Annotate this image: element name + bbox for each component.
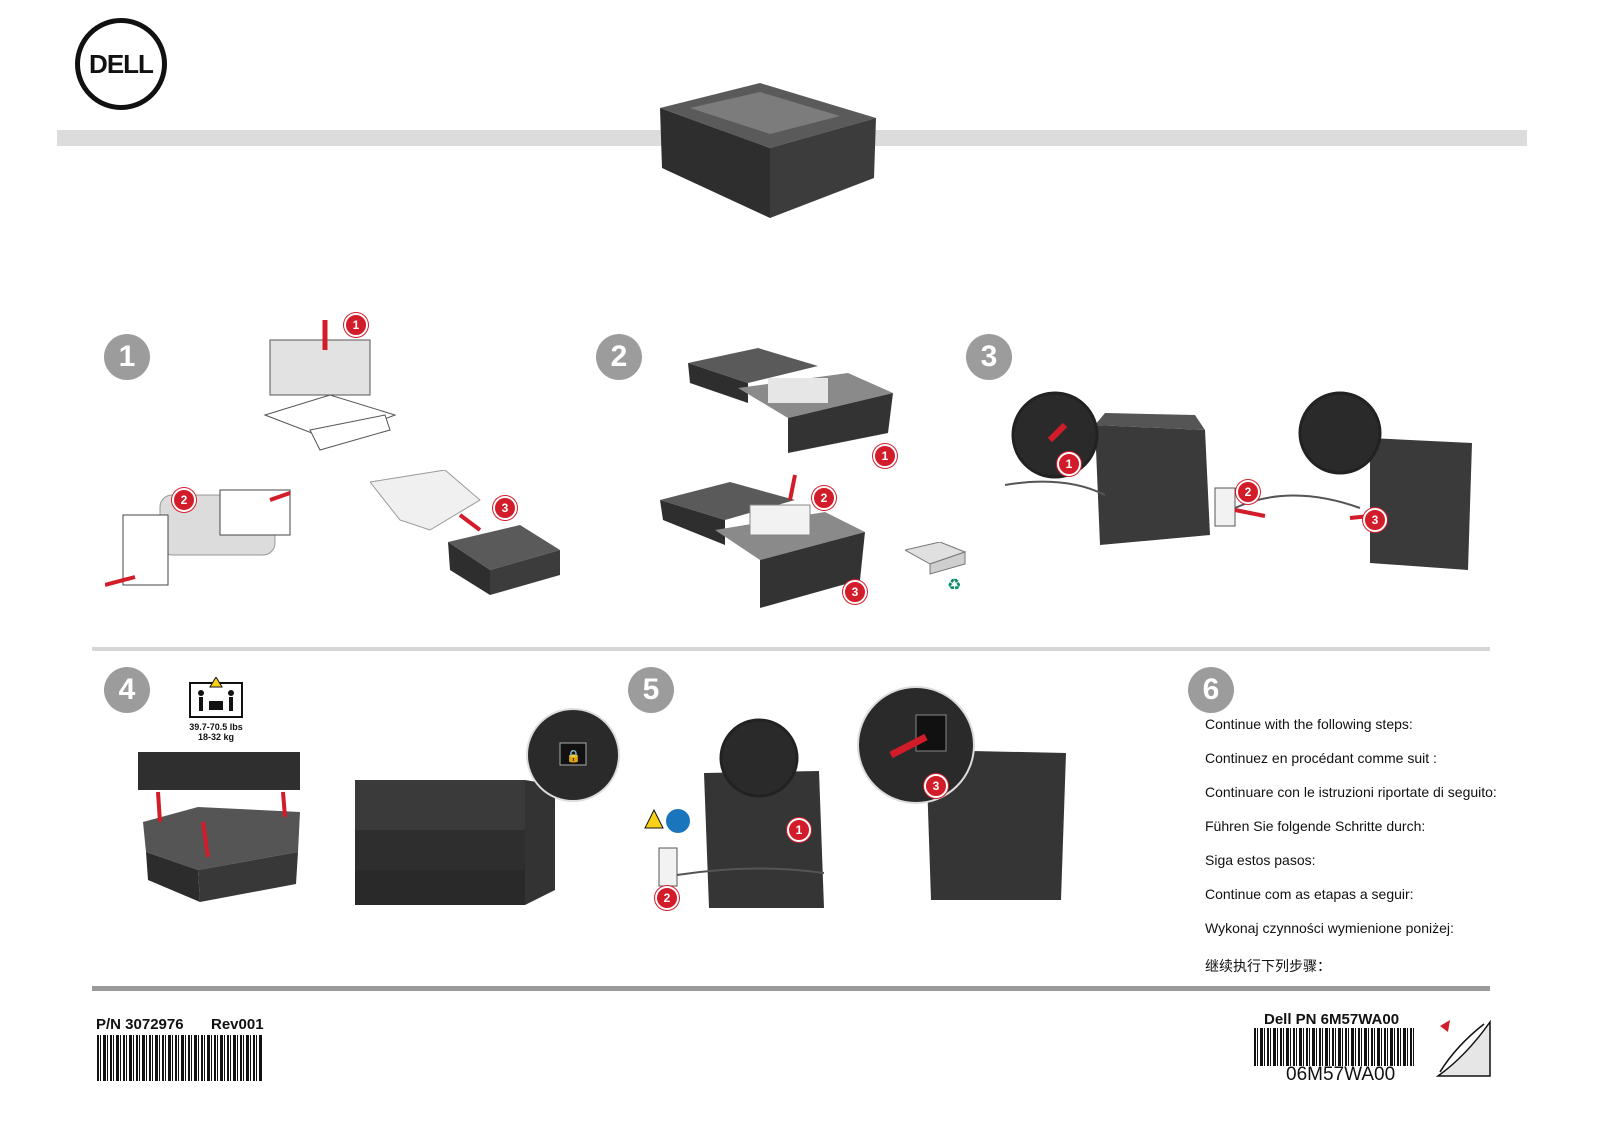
instruction-pt: Continue com as etapas a seguir:	[1205, 886, 1414, 902]
step1-callout-3: 3	[493, 496, 517, 520]
unboxing-illustration	[263, 320, 397, 451]
step1-callout-1: 1	[344, 313, 368, 337]
section-divider	[92, 647, 1490, 651]
instruction-zh: 继续执行下列步骤：	[1205, 958, 1331, 974]
two-person-lift-icon	[189, 677, 243, 718]
logo-text: DELL	[89, 48, 154, 79]
instruction-fr: Continuez en procédant comme suit :	[1205, 750, 1437, 766]
svg-text:🔒: 🔒	[566, 749, 581, 763]
step-number-6: 6	[1188, 667, 1234, 713]
unplug-printer-illustration	[1005, 391, 1210, 545]
step2-callout-3: 3	[843, 580, 867, 604]
reconnect-power-cord-illustration	[658, 718, 825, 908]
instruction-it: Continuare con le istruzioni riportate d…	[1205, 784, 1497, 800]
dell-logo: DELL	[75, 18, 167, 110]
dell-barcode	[1254, 1028, 1414, 1066]
part-number-barcode	[97, 1035, 262, 1081]
step3-right-callout-3: 3	[1363, 508, 1387, 532]
locked-printer-illustration: 🔒	[355, 708, 620, 905]
weight-kg: 18-32 kg	[197, 732, 235, 742]
footer-divider	[92, 986, 1490, 991]
step-number-4: 4	[104, 667, 150, 713]
power-switch-on-illustration	[857, 686, 1066, 900]
instruction-en: Continue with the following steps:	[1205, 716, 1413, 732]
step3-right-callout-2: 2	[1236, 480, 1260, 504]
recycle-packing-illustration: ♻	[905, 542, 967, 594]
warning-and-manual-icon	[644, 808, 690, 833]
instruction-de: Führen Sie folgende Schritte durch:	[1205, 818, 1426, 834]
dell-part-number: Dell PN 6M57WA00	[1264, 1011, 1400, 1028]
remove-packing-illustration	[105, 489, 291, 587]
step-number-3: 3	[966, 334, 1012, 380]
step5-callout-3: 3	[924, 774, 948, 798]
step-number-2: 2	[596, 334, 642, 380]
remove-packing-material-illustration	[660, 474, 865, 608]
unplug-power-cord-illustration	[1214, 391, 1472, 570]
step-number-1: 1	[104, 334, 150, 380]
revision: Rev001	[211, 1016, 264, 1033]
part-number: P/N 3072976	[96, 1016, 184, 1033]
weight-lbs: 39.7-70.5 lbs	[189, 722, 243, 732]
dell-barcode-text: 06M57WA00	[1286, 1064, 1396, 1085]
weight-label: 39.7-70.5 lbs 18-32 kg	[178, 722, 254, 742]
step2-callout-2: 2	[812, 486, 836, 510]
svg-text:♻: ♻	[947, 575, 961, 594]
tray-illustration-hero	[660, 83, 876, 218]
page-turn-icon	[1436, 1019, 1491, 1077]
instruction-pl: Wykonaj czynności wymienione poniżej:	[1205, 920, 1454, 936]
lower-printer-onto-tray-illustration	[138, 752, 300, 902]
step1-callout-2: 2	[172, 488, 196, 512]
instruction-es: Siga estos pasos:	[1205, 852, 1316, 868]
step-number-5: 5	[628, 667, 674, 713]
step5-callout-2: 2	[655, 886, 679, 910]
open-tray-illustration	[688, 348, 893, 453]
step5-callout-1: 1	[787, 818, 811, 842]
step3-left-callout-1: 1	[1057, 452, 1081, 476]
remove-bag-illustration	[370, 470, 560, 595]
step2-callout-1: 1	[873, 444, 897, 468]
